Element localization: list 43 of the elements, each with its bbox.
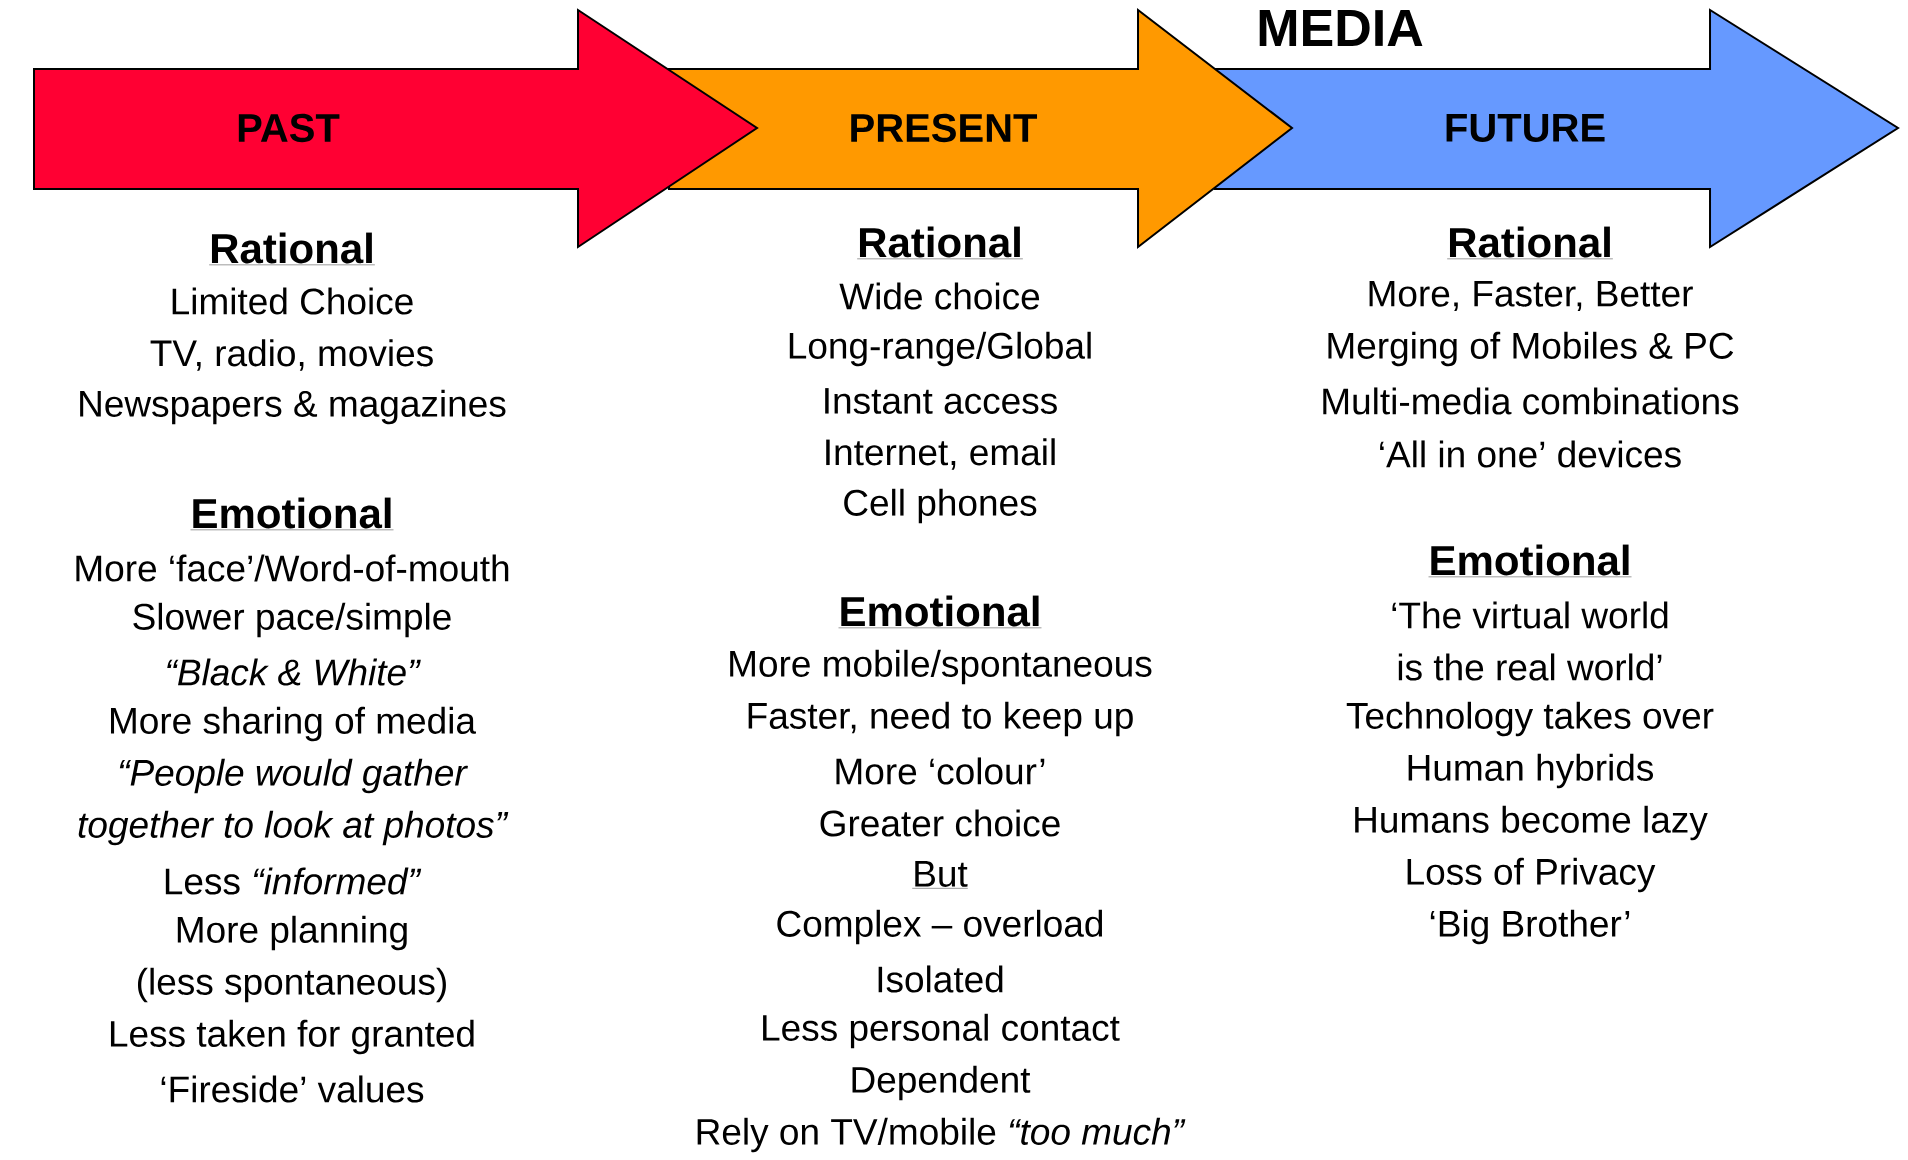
text-line: Isolated	[878, 965, 1003, 993]
text-line: But	[912, 861, 968, 889]
text-line: Slower pace/simple	[133, 602, 451, 638]
text-line: Less taken for granted	[110, 1019, 474, 1055]
text-line: “People would gather	[119, 758, 468, 794]
text-line: “Black & White”	[167, 658, 421, 686]
text-line: Faster, need to keep up	[748, 701, 1133, 737]
heading: Emotional	[190, 497, 394, 531]
text-line: Cell phones	[844, 488, 1037, 524]
text-line: (less spontaneous)	[138, 967, 446, 1003]
text-line: More ‘colour’	[836, 757, 1045, 785]
text-line: Loss of Privacy	[1407, 857, 1656, 893]
text-line: More ‘face’/Word-of-mouth	[76, 554, 509, 582]
text-line: Instant access	[825, 388, 1057, 414]
text-line: Internet, email	[826, 438, 1055, 470]
heading: Emotional	[1428, 544, 1632, 578]
text-line: Wide choice	[839, 282, 1040, 310]
text-line: Multi-media combinations	[1323, 387, 1739, 415]
text-line: together to look at photos”	[78, 810, 509, 846]
text-line: Less “informed”	[165, 867, 422, 895]
text-line: Complex – overload	[777, 909, 1103, 945]
text-line: ‘All in one’ devices	[1380, 440, 1681, 468]
text-line: More, Faster, Better	[1369, 280, 1693, 312]
text-line: Dependent	[852, 1065, 1031, 1101]
text-line: Newspapers & magazines	[80, 389, 506, 425]
text-line: More planning	[177, 915, 407, 951]
text-line: Less personal contact	[763, 1013, 1120, 1049]
text-line: Rely on TV/mobile “too much”	[697, 1117, 1186, 1153]
text-line: More sharing of media	[111, 706, 476, 742]
text-line: is the real world’	[1398, 653, 1662, 681]
text-line: Technology takes over	[1346, 701, 1714, 737]
text-line: Human hybrids	[1408, 753, 1653, 789]
heading: Emotional	[838, 595, 1042, 629]
text-line: ‘The virtual world	[1392, 601, 1668, 629]
text-line: ‘Big Brother’	[1430, 909, 1630, 945]
text-line: Merging of Mobiles & PC	[1328, 331, 1734, 367]
text-line: Limited Choice	[172, 287, 413, 315]
text-line: Long-range/Global	[789, 331, 1091, 367]
text-line: TV, radio, movies	[150, 339, 433, 371]
text-line: More mobile/spontaneous	[730, 649, 1152, 685]
text-line: ‘Fireside’ values	[161, 1075, 424, 1103]
text-line: Humans become lazy	[1355, 805, 1708, 841]
text-line: Greater choice	[820, 809, 1060, 837]
